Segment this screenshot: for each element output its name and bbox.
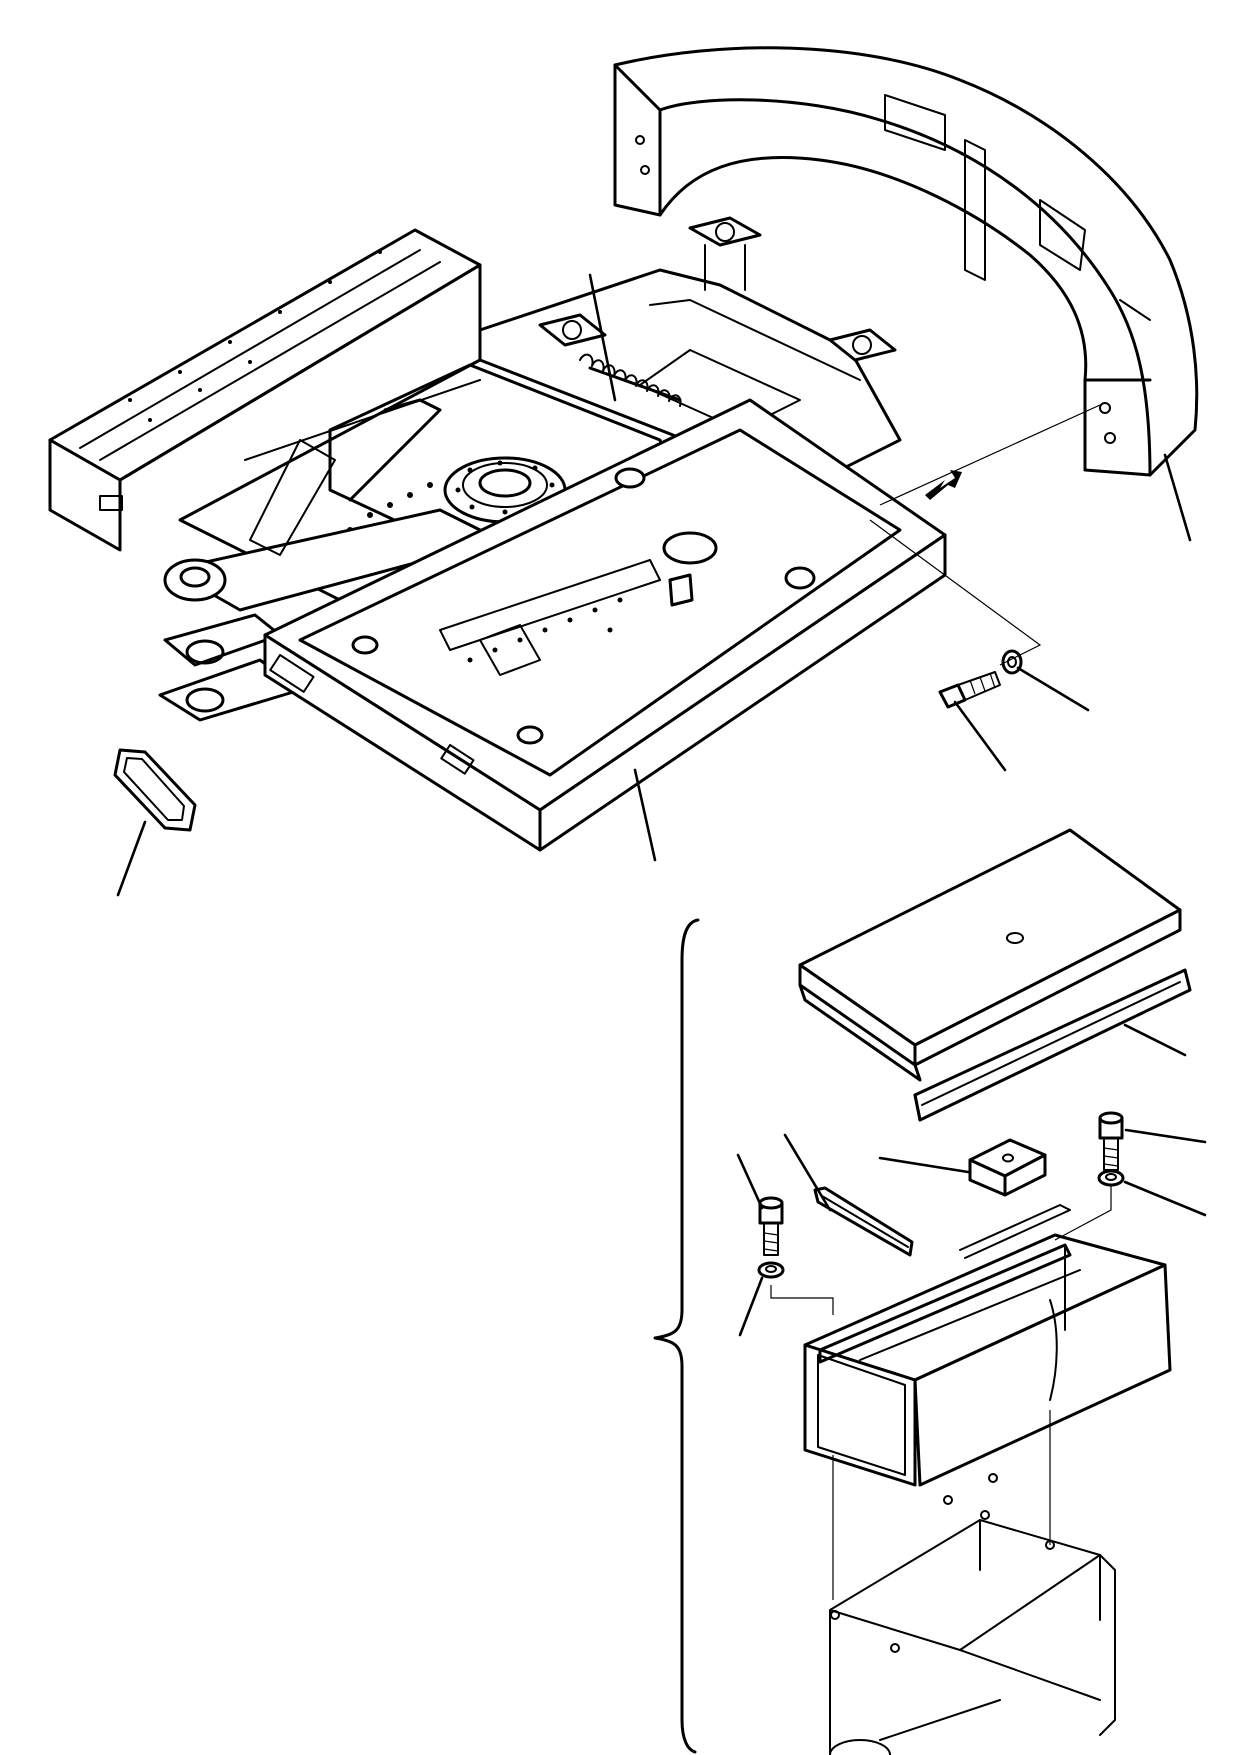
bolt [938,671,1001,709]
battery-box-cover [798,828,1182,1082]
rubber-strip-short [813,1186,914,1257]
assembly-guide-lines [770,404,1112,1600]
revolving-frame [48,216,947,852]
boom-foot-pin [163,558,227,602]
engine-mount [828,328,897,362]
battery-box [803,1204,1172,1487]
clamp-block [968,1138,1047,1197]
bolt [1098,1111,1124,1171]
bolt [758,1196,784,1256]
washer [757,1261,785,1279]
inset-brace [653,918,700,1754]
washer [1097,1169,1125,1187]
engine-mount [538,313,607,347]
leader-lines [116,273,1207,1337]
grommet [113,748,197,832]
rubber-strip [913,968,1192,1122]
direction-arrow [925,470,962,500]
spring [579,353,682,407]
counterweight [613,46,1199,477]
battery-mount-base [829,1299,1116,1755]
engine-mount [688,216,762,291]
